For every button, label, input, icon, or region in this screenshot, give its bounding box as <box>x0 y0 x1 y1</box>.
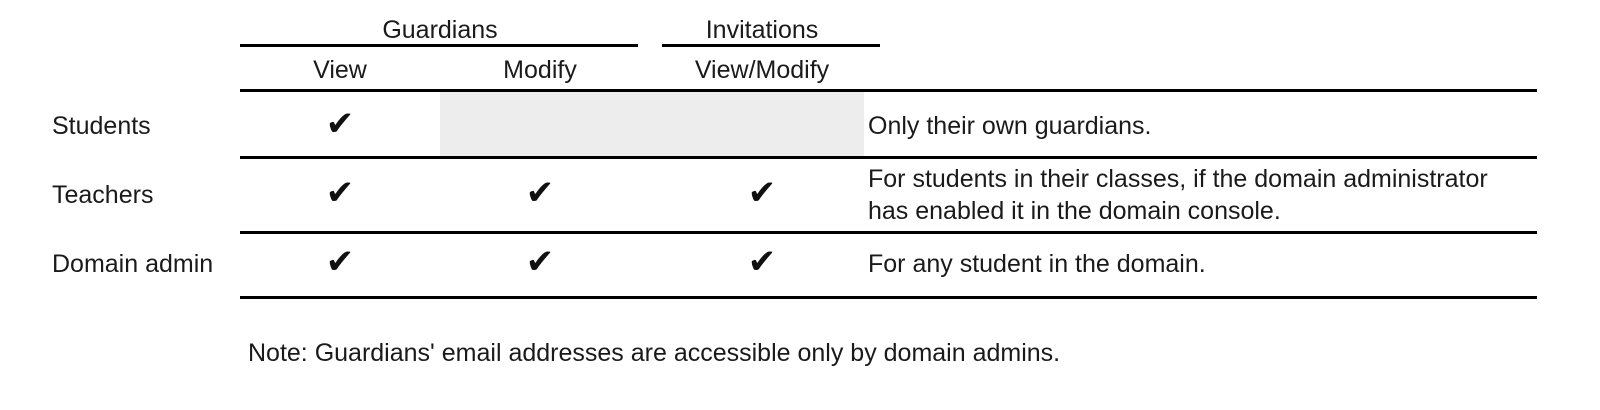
check-icon-domain-admin-modify: ✔ <box>525 242 555 282</box>
table-footnote: Note: Guardians' email addresses are acc… <box>248 339 1061 367</box>
check-icon-teachers-modify: ✔ <box>525 173 555 213</box>
table-row-notes-domain-admin: For any student in the domain. <box>868 250 1206 278</box>
row-rule-students <box>240 156 1537 159</box>
table-row-label-domain-admin: Domain admin <box>52 250 214 278</box>
table-row-label-students: Students <box>52 112 151 140</box>
column-header-modify: Modify <box>503 56 577 84</box>
column-header-view-modify: View/Modify <box>694 56 830 84</box>
table-row-notes-students: Only their own guardians. <box>868 112 1152 140</box>
column-group-guardians: Guardians <box>382 16 498 44</box>
row-rule-domain-admin <box>240 296 1537 299</box>
group-rule-invitations <box>662 44 880 47</box>
shaded-not-applicable-cell <box>440 92 864 156</box>
check-icon-teachers-view-modify: ✔ <box>747 173 777 213</box>
check-icon-students-view: ✔ <box>325 104 355 144</box>
header-bottom-rule <box>240 89 1537 92</box>
column-header-view: View <box>313 56 367 84</box>
check-icon-domain-admin-view: ✔ <box>325 242 355 282</box>
check-icon-domain-admin-view-modify: ✔ <box>747 242 777 282</box>
table-row-label-teachers: Teachers <box>52 181 154 209</box>
column-group-invitations: Invitations <box>705 16 819 44</box>
row-rule-teachers <box>240 231 1537 234</box>
table-row-notes-teachers: For students in their classes, if the do… <box>868 165 1488 225</box>
check-icon-teachers-view: ✔ <box>325 173 355 213</box>
group-rule-guardians <box>240 44 638 47</box>
